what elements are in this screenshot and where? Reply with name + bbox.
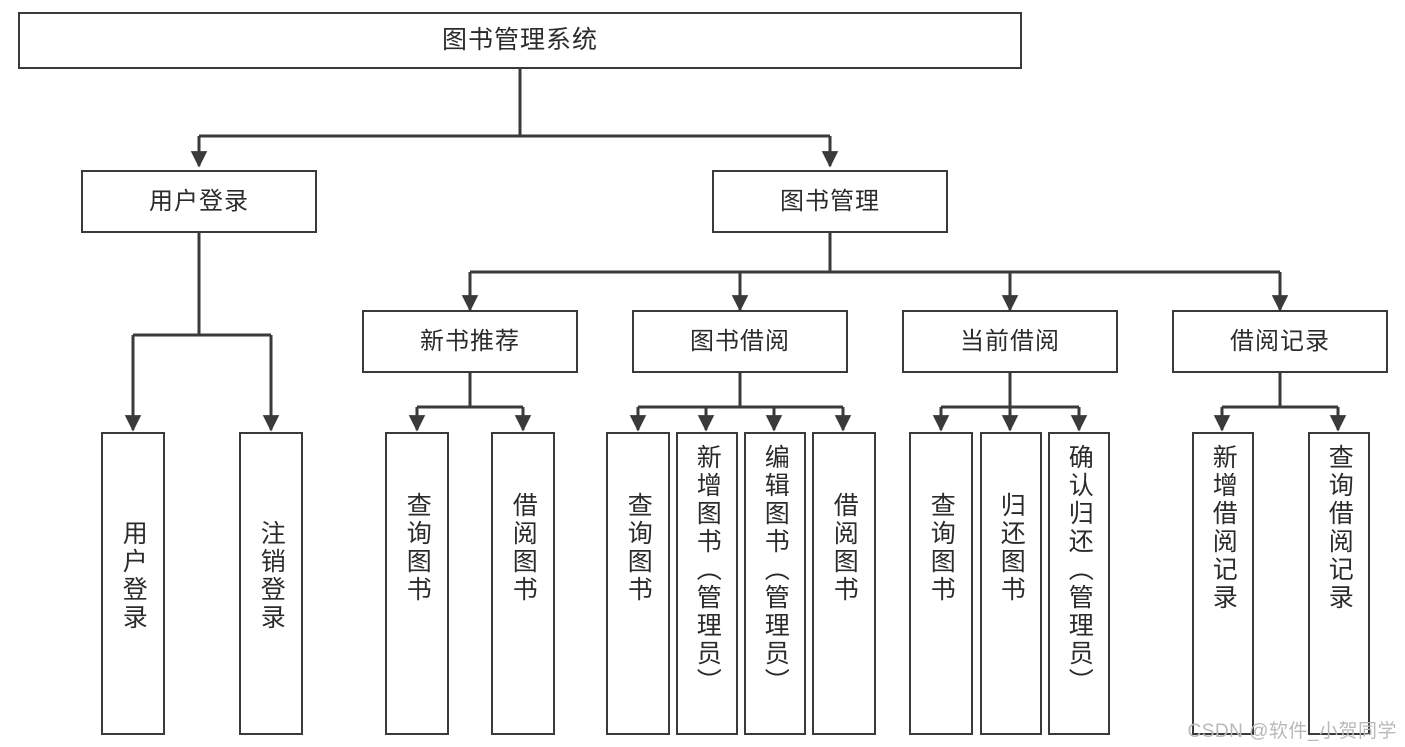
watermark: CSDN @软件_小贺同学: [1187, 721, 1397, 742]
leaf-current-borrow-confirm-label: 确认归还（管理员）: [1065, 444, 1094, 696]
node-book-management[interactable]: 图书管理: [712, 170, 948, 233]
leaf-user-login-login[interactable]: 用户登录: [101, 432, 165, 735]
leaf-borrow-record-query[interactable]: 查询借阅记录: [1308, 432, 1370, 735]
leaf-book-borrow-query-label: 查询图书: [624, 492, 653, 604]
leaf-user-login-logout[interactable]: 注销登录: [239, 432, 303, 735]
leaf-borrow-record-add-label: 新增借阅记录: [1209, 444, 1238, 612]
leaf-user-login-logout-label: 注销登录: [257, 520, 286, 632]
node-user-login[interactable]: 用户登录: [81, 170, 317, 233]
leaf-new-book-query[interactable]: 查询图书: [385, 432, 449, 735]
leaf-book-borrow-borrow[interactable]: 借阅图书: [812, 432, 876, 735]
leaf-current-borrow-query[interactable]: 查询图书: [909, 432, 973, 735]
leaf-new-book-query-label: 查询图书: [403, 492, 432, 604]
leaf-current-borrow-return-label: 归还图书: [997, 492, 1026, 604]
node-book-management-label: 图书管理: [780, 187, 880, 215]
node-new-book-recommend-label: 新书推荐: [420, 327, 520, 355]
node-root[interactable]: 图书管理系统: [18, 12, 1022, 69]
leaf-current-borrow-confirm[interactable]: 确认归还（管理员）: [1048, 432, 1110, 735]
leaf-current-borrow-return[interactable]: 归还图书: [980, 432, 1042, 735]
leaf-current-borrow-query-label: 查询图书: [927, 492, 956, 604]
node-root-label: 图书管理系统: [441, 26, 598, 55]
leaf-book-borrow-query[interactable]: 查询图书: [606, 432, 670, 735]
node-current-borrow[interactable]: 当前借阅: [902, 310, 1118, 373]
leaf-book-borrow-edit-label: 编辑图书（管理员）: [761, 444, 790, 696]
leaf-book-borrow-add-label: 新增图书（管理员）: [693, 444, 722, 696]
leaf-user-login-login-label: 用户登录: [119, 520, 148, 632]
leaf-borrow-record-add[interactable]: 新增借阅记录: [1192, 432, 1254, 735]
node-current-borrow-label: 当前借阅: [960, 327, 1060, 355]
node-borrow-record[interactable]: 借阅记录: [1172, 310, 1388, 373]
leaf-borrow-record-query-label: 查询借阅记录: [1325, 444, 1354, 612]
leaf-book-borrow-borrow-label: 借阅图书: [830, 492, 859, 604]
node-user-login-label: 用户登录: [149, 187, 249, 215]
leaf-new-book-borrow[interactable]: 借阅图书: [491, 432, 555, 735]
leaf-new-book-borrow-label: 借阅图书: [509, 492, 538, 604]
leaf-book-borrow-add[interactable]: 新增图书（管理员）: [676, 432, 738, 735]
node-borrow-record-label: 借阅记录: [1230, 327, 1330, 355]
node-book-borrow[interactable]: 图书借阅: [632, 310, 848, 373]
leaf-book-borrow-edit[interactable]: 编辑图书（管理员）: [744, 432, 806, 735]
node-book-borrow-label: 图书借阅: [690, 327, 790, 355]
node-new-book-recommend[interactable]: 新书推荐: [362, 310, 578, 373]
